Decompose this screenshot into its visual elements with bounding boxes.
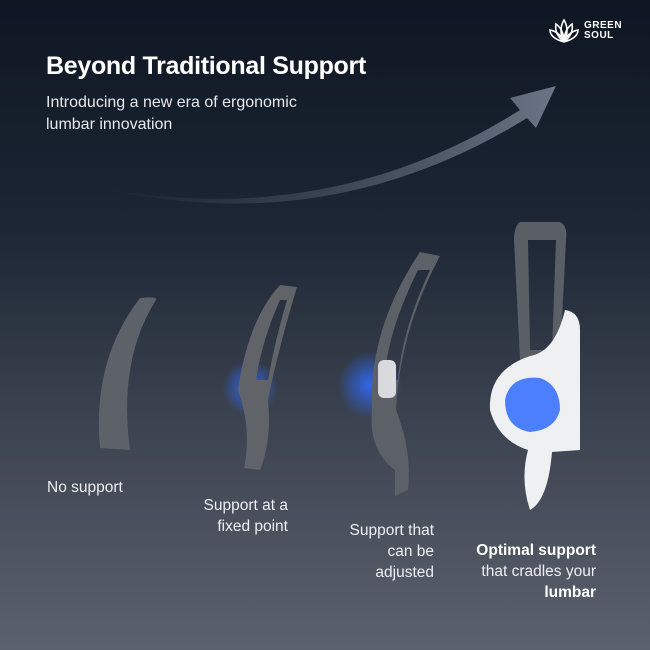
lotus-icon (549, 18, 579, 43)
caption-line: can be adjusted (375, 543, 434, 581)
caption-fixed-support: Support at a fixed point (194, 495, 288, 537)
page-title: Beyond Traditional Support (46, 52, 366, 80)
brand-name-line1: GREEN (584, 20, 623, 31)
brand-name-line2: SOUL (584, 30, 614, 41)
caption-line: Optimal support (476, 542, 596, 559)
no-support-product (98, 297, 157, 450)
caption-no-support: No support (47, 477, 123, 498)
caption-line: lumbar (544, 584, 596, 601)
caption-line: fixed point (217, 518, 288, 535)
fixed-support-product (222, 285, 297, 470)
caption-adjustable-support: Support that can be adjusted (336, 520, 434, 583)
adjustable-support-product (338, 252, 440, 496)
optimal-support-product (489, 222, 580, 510)
caption-line: Support that (349, 522, 434, 539)
caption-optimal-support: Optimal support that cradles your lumbar (468, 540, 596, 603)
caption-line: No support (47, 479, 123, 496)
growth-arrow-icon (100, 86, 556, 204)
page-subtitle: Introducing a new era of ergonomic lumba… (46, 94, 297, 133)
caption-line: Support at a (203, 497, 288, 514)
caption-line: that cradles your (481, 563, 596, 580)
